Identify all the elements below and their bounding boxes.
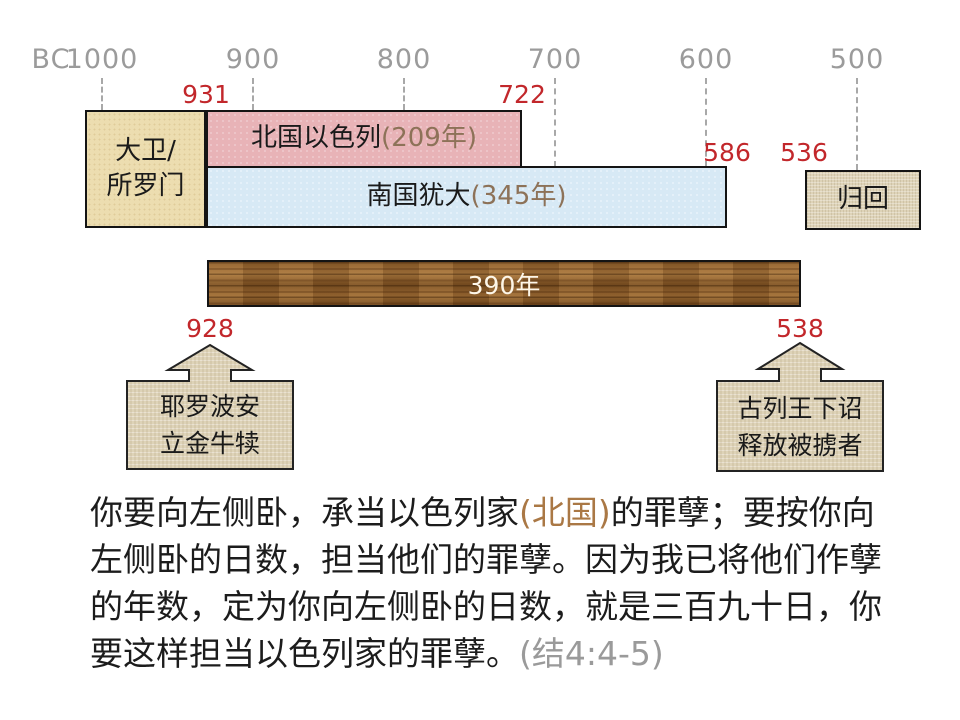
verse-line-2: 左侧卧的日数，担当他们的罪孽。因为我已将他们作孽 bbox=[90, 540, 882, 579]
year-marker-722: 722 bbox=[498, 80, 546, 109]
gridline-900 bbox=[252, 78, 254, 110]
up-arrow-box-shape bbox=[716, 341, 884, 472]
northern-kingdom-duration: (209年) bbox=[381, 123, 477, 154]
axis-tick-600: 600 bbox=[678, 44, 734, 75]
southern-kingdom-duration: (345年) bbox=[470, 181, 567, 212]
return-label: 归回 bbox=[836, 184, 889, 215]
year-marker-538: 538 bbox=[776, 314, 824, 343]
box-return: 归回 bbox=[805, 170, 921, 230]
verse-line-1: 你要向左侧卧，承当以色列家(北国)的罪孽；要按你向 bbox=[90, 493, 875, 532]
box-northern-kingdom: 北国以色列(209年) bbox=[206, 110, 522, 168]
year-marker-586: 586 bbox=[703, 138, 751, 167]
gridline-1000 bbox=[101, 78, 103, 110]
axis-tick-1000: 1000 bbox=[65, 44, 139, 75]
callout-cyrus-text: 古列王下诏 释放被掳者 bbox=[737, 394, 863, 460]
northern-kingdom-label: 北国以色列(209年) bbox=[251, 123, 477, 154]
axis-tick-700: 700 bbox=[527, 44, 583, 75]
year-marker-536: 536 bbox=[780, 138, 828, 167]
box-southern-kingdom: 南国犹大(345年) bbox=[206, 166, 727, 228]
gridline-800 bbox=[403, 78, 405, 110]
gridline-700 bbox=[554, 78, 556, 167]
axis-tick-900: 900 bbox=[225, 44, 281, 75]
year-marker-928: 928 bbox=[186, 314, 234, 343]
verse-line-3: 的年数，定为你向左侧卧的日数，就是三百九十日，你 bbox=[90, 587, 882, 626]
up-arrow-box-shape bbox=[126, 343, 294, 470]
verse-reference: (结4:4-5) bbox=[519, 634, 664, 673]
year-marker-931: 931 bbox=[182, 80, 230, 109]
southern-kingdom-label: 南国犹大(345年) bbox=[366, 181, 567, 212]
duration-bar-label: 390年 bbox=[467, 270, 541, 300]
box-david-solomon: 大卫/ 所罗门 bbox=[85, 110, 206, 228]
axis-era-label: BC bbox=[31, 44, 71, 75]
verse-paragraph: 你要向左侧卧，承当以色列家(北国)的罪孽；要按你向 左侧卧的日数，担当他们的罪孽… bbox=[90, 489, 890, 677]
david-solomon-label: 大卫/ 所罗门 bbox=[106, 135, 185, 201]
axis-tick-800: 800 bbox=[376, 44, 432, 75]
verse-line-4: 要这样担当以色列家的罪孽。(结4:4-5) bbox=[90, 634, 664, 673]
gridline-600 bbox=[705, 78, 707, 167]
callout-jeroboam-text: 耶罗波安 立金牛犊 bbox=[159, 392, 260, 458]
gridline-500 bbox=[856, 78, 858, 170]
axis-tick-500: 500 bbox=[829, 44, 885, 75]
callout-arrow-jeroboam bbox=[126, 343, 294, 470]
verse-north-kingdom-note: (北国) bbox=[519, 493, 611, 532]
callout-arrow-cyrus bbox=[716, 341, 884, 472]
duration-bar-390-years: 390年 bbox=[207, 260, 801, 307]
